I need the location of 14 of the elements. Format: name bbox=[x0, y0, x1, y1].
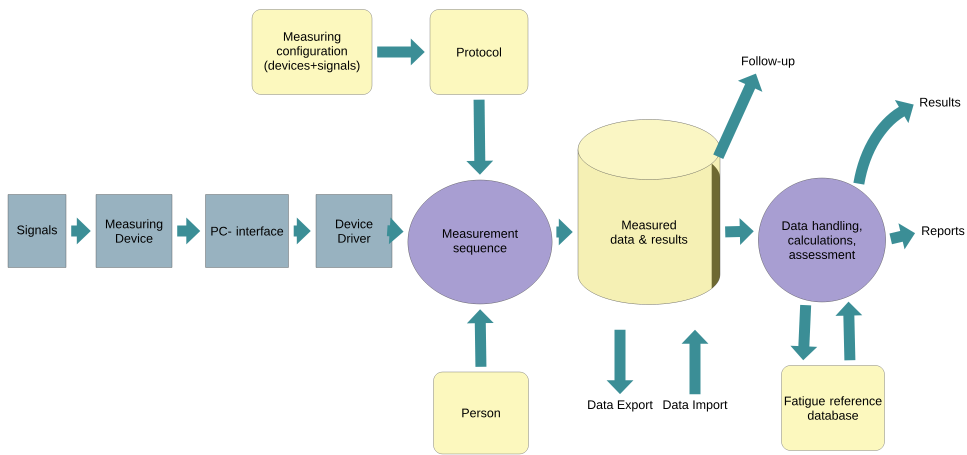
input-label: Data Import bbox=[664, 400, 728, 412]
input-box: Person bbox=[433, 372, 529, 454]
process-box: Measuring Device bbox=[96, 194, 172, 268]
output-label: Follow-up bbox=[742, 56, 794, 68]
output-label: Reports bbox=[922, 226, 964, 238]
output-label: Data Export bbox=[588, 400, 653, 412]
process-box: PC- interface bbox=[205, 194, 289, 268]
input-box: Measuring configuration (devices+signals) bbox=[252, 9, 372, 95]
input-box: Protocol bbox=[430, 9, 528, 95]
output-label: Results bbox=[920, 97, 960, 107]
process-box: Device Driver bbox=[316, 194, 392, 268]
database-box: Fatigue reference database bbox=[781, 365, 885, 451]
process-box: Signals bbox=[8, 194, 66, 268]
database-cylinder: Measured data & results bbox=[578, 119, 720, 305]
